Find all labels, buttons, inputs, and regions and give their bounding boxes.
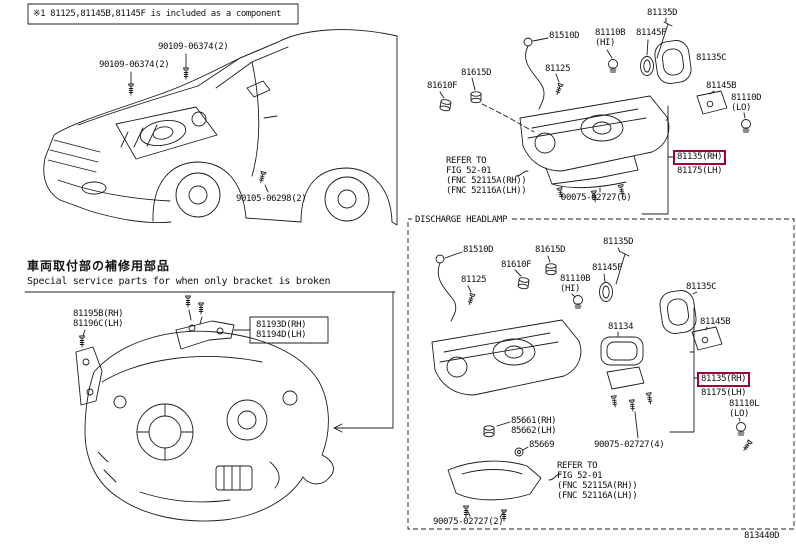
- label-81135d-halogen: 81135D: [647, 8, 678, 18]
- service-note-en: Special service parts for when only brac…: [27, 276, 331, 287]
- label-bolt-90109-06374-left: 90109-06374(2): [99, 60, 170, 70]
- label-85669: 85669: [529, 440, 555, 450]
- label-81145f-discharge: 81145F: [592, 263, 623, 273]
- label-81110l-lo-discharge: 81110L (LO): [729, 399, 760, 419]
- label-81145b-halogen: 81145B: [706, 81, 737, 91]
- label-81135-rh-halogen: 81135(RH): [673, 150, 727, 165]
- label-81134-discharge: 81134: [608, 322, 634, 332]
- discharge-section-border: [407, 218, 795, 530]
- label-refer-fig-halogen: REFER TO FIG 52-01 (FNC 52115A(RH)) (FNC…: [446, 156, 527, 196]
- discharge-section-title: DISCHARGE HEADLAMP: [412, 215, 511, 225]
- note-box: [27, 3, 299, 25]
- label-90075-02727-2: 90075-02727(2): [433, 517, 504, 527]
- service-parts-drawing: [24, 291, 396, 522]
- label-81610f-discharge: 81610F: [501, 260, 532, 270]
- label-81615d-discharge: 81615D: [535, 245, 566, 255]
- label-81110b-hi-halogen: 81110B (HI): [595, 28, 626, 48]
- figure-code: 813440D: [744, 531, 780, 541]
- label-81175-lh-discharge: 81175(LH): [701, 388, 747, 398]
- label-81145b-discharge: 81145B: [700, 317, 731, 327]
- label-81125-discharge: 81125: [461, 275, 487, 285]
- halogen-headlamp-drawing: [439, 17, 751, 215]
- label-bolt-90109-06374-right: 90109-06374(2): [158, 42, 229, 52]
- label-81510d-halogen: 81510D: [549, 31, 580, 41]
- label-81135d-discharge: 81135D: [603, 237, 634, 247]
- label-screw-90105-06298: 90105-06298(2): [236, 194, 307, 204]
- label-90075-02727-4: 90075-02727(4): [594, 440, 665, 450]
- label-81110b-hi-discharge: 81110B (HI): [560, 274, 591, 294]
- component-note: ※1 81125,81145B,81145F is included as a …: [33, 9, 282, 19]
- label-81175-lh-halogen: 81175(LH): [677, 166, 723, 176]
- label-81145f-halogen: 81145F: [636, 28, 667, 38]
- label-81135c-halogen: 81135C: [696, 53, 727, 63]
- label-81195b-81196c: 81195B(RH) 81196C(LH): [73, 309, 124, 329]
- label-refer-fig-discharge: REFER TO FIG 52-01 (FNC 52115A(RH)) (FNC…: [557, 461, 638, 501]
- label-85661-85662: 85661(RH) 85662(LH): [511, 416, 557, 436]
- label-81125-halogen: 81125: [545, 64, 571, 74]
- label-81110d-lo-halogen: 81110D (LO): [731, 93, 762, 113]
- label-81510d-discharge: 81510D: [463, 245, 494, 255]
- label-90075-02727-6: 90075-02727(6): [561, 193, 632, 203]
- label-81135c-discharge: 81135C: [686, 282, 717, 292]
- service-note-jp: 車両取付部の補修用部品: [27, 259, 171, 273]
- label-81610f-halogen: 81610F: [427, 81, 458, 91]
- discharge-headlamp-drawing: [431, 247, 753, 522]
- label-81615d-halogen: 81615D: [461, 68, 492, 78]
- label-81135-rh-discharge: 81135(RH): [697, 372, 751, 387]
- car-drawing: [43, 29, 398, 226]
- label-81193d-81194d: 81193D(RH) 81194D(LH): [256, 320, 307, 340]
